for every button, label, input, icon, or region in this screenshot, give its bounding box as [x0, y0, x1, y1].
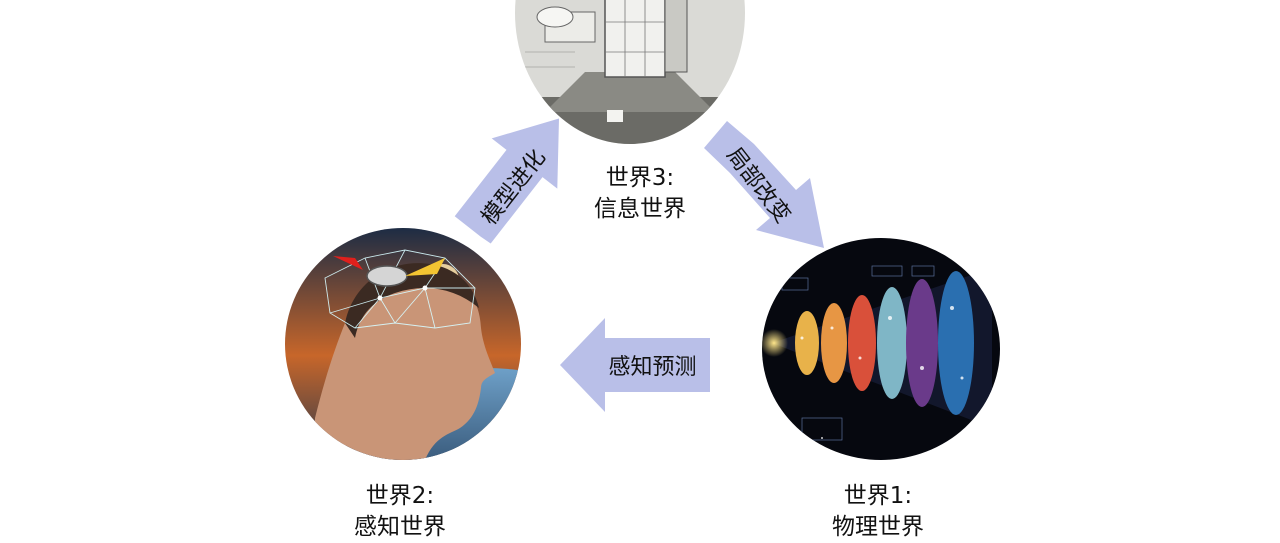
- world1-name: 物理世界: [832, 514, 924, 540]
- model-evolution-arrow: 模型进化: [448, 118, 568, 250]
- physical-world-image: [762, 238, 1000, 460]
- perception-prediction-label: 感知预测: [608, 355, 697, 380]
- world3-title: 世界3:: [605, 165, 675, 191]
- world3-caption: 世界3: 信息世界: [580, 163, 700, 225]
- perception-world-image: [285, 228, 521, 460]
- local-change-arrow: 局部改变: [700, 118, 830, 253]
- world1-caption: 世界1: 物理世界: [818, 481, 938, 543]
- world3-name: 信息世界: [594, 196, 686, 222]
- world1-title: 世界1:: [843, 483, 913, 509]
- perception-prediction-arrow: 感知预测: [560, 318, 710, 412]
- world2-caption: 世界2: 感知世界: [340, 481, 460, 543]
- world2-name: 感知世界: [354, 514, 446, 540]
- world2-title: 世界2:: [365, 483, 435, 509]
